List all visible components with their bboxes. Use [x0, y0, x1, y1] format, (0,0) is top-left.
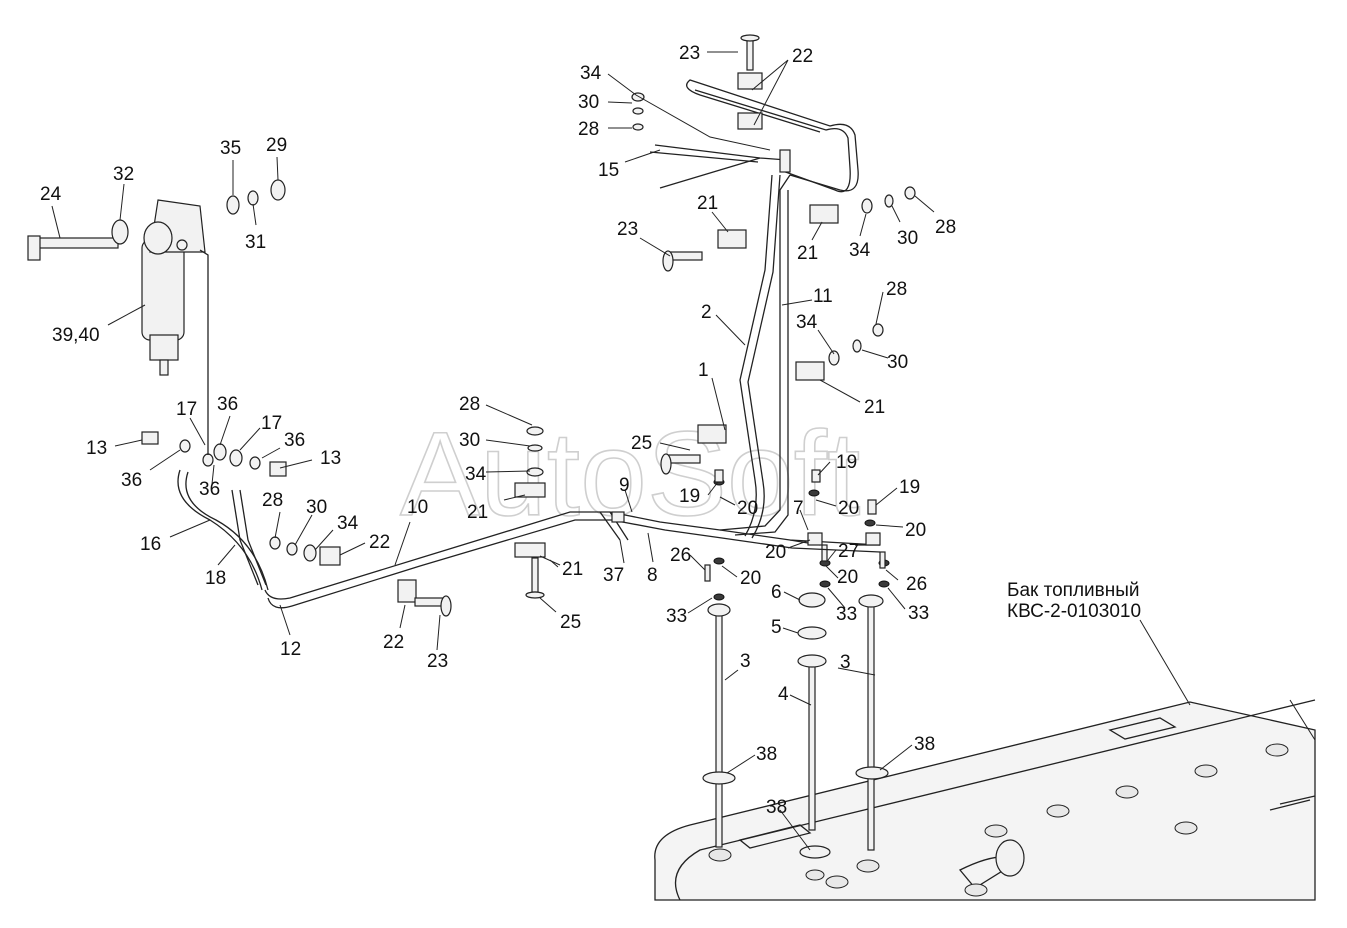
callout: 15: [598, 160, 619, 181]
callout: 21: [697, 193, 718, 214]
fuel-tank: [654, 699, 1316, 901]
callout: 3: [740, 651, 751, 672]
callout: 16: [140, 534, 161, 555]
callout: 23: [427, 651, 448, 672]
callout: 34: [796, 312, 818, 333]
callout: 30: [887, 352, 908, 373]
callout: 9: [619, 475, 630, 496]
callout: 30: [306, 497, 327, 518]
callout: 2: [701, 302, 712, 323]
callout: 28: [578, 119, 599, 140]
callout: 8: [647, 565, 658, 586]
callout: 25: [631, 433, 652, 454]
callout: 31: [245, 232, 266, 253]
callout: 27: [838, 541, 859, 562]
callout: 39,40: [52, 325, 100, 346]
callout: 30: [578, 92, 599, 113]
callout: 26: [670, 545, 691, 566]
callout: 12: [280, 639, 301, 660]
callout: 20: [905, 520, 926, 541]
callout: 26: [906, 574, 927, 595]
callout: 21: [797, 243, 818, 264]
callout: 28: [935, 217, 956, 238]
callout: 7: [793, 498, 804, 519]
callout: 17: [261, 413, 282, 434]
callout: 1: [698, 360, 709, 381]
callout: 29: [266, 135, 287, 156]
callout: 18: [205, 568, 226, 589]
callout: 11: [813, 286, 833, 307]
callout: 28: [459, 394, 480, 415]
callout: 33: [908, 603, 929, 624]
callout: 3: [840, 652, 851, 673]
callout: 4: [778, 684, 789, 705]
fuel-lines: [177, 79, 881, 609]
callout: 17: [176, 399, 197, 420]
callout: 13: [86, 438, 107, 459]
washers: [111, 92, 916, 562]
bolts: [27, 34, 760, 617]
callout: 24: [40, 184, 62, 205]
callout: 22: [792, 46, 813, 67]
callout: 6: [771, 582, 782, 603]
tank-label-line2: КВС-2-0103010: [1007, 601, 1141, 622]
callout: 28: [262, 490, 283, 511]
tank-label: Бак топливный КВС-2-0103010: [1007, 580, 1141, 622]
callout-numbers: 23 22 34 30 28 15 21 23 21 34 30 28 2 11…: [40, 43, 956, 818]
callout: 20: [837, 567, 858, 588]
callout: 28: [886, 279, 907, 300]
callout: 23: [617, 219, 638, 240]
callout: 38: [914, 734, 935, 755]
callout: 20: [765, 542, 786, 563]
callout: 21: [864, 397, 885, 418]
callout: 5: [771, 617, 782, 638]
callout: 19: [836, 452, 857, 473]
callout: 13: [320, 448, 341, 469]
callout: 21: [562, 559, 583, 580]
callout: 10: [407, 497, 428, 518]
callout: 22: [369, 532, 390, 553]
callout: 36: [284, 430, 305, 451]
callout: 33: [666, 606, 687, 627]
callout: 35: [220, 138, 241, 159]
clamps: [319, 72, 881, 603]
callout: 23: [679, 43, 700, 64]
callout: 36: [217, 394, 238, 415]
callout: 30: [459, 430, 480, 451]
callout: 34: [849, 240, 871, 261]
callout: 34: [465, 464, 487, 485]
callout: 36: [121, 470, 142, 491]
callout: 33: [836, 604, 857, 625]
callout: 19: [679, 486, 700, 507]
callout: 20: [838, 498, 859, 519]
fuel-filter: [141, 199, 209, 455]
callout: 34: [580, 63, 602, 84]
dip-tubes: [702, 469, 890, 859]
tank-label-line1: Бак топливный: [1007, 580, 1140, 601]
callout: 37: [603, 565, 624, 586]
callout: 22: [383, 632, 404, 653]
leader-lines: [51, 51, 1316, 851]
callout: 38: [756, 744, 777, 765]
callout: 32: [113, 164, 134, 185]
callout: 20: [740, 568, 761, 589]
callout: 34: [337, 513, 359, 534]
callout: 36: [199, 479, 220, 500]
callout: 30: [897, 228, 918, 249]
callout: 25: [560, 612, 581, 633]
callout: 20: [737, 498, 758, 519]
callout: 38: [766, 797, 787, 818]
callout: 19: [899, 477, 920, 498]
callout: 21: [467, 502, 488, 523]
